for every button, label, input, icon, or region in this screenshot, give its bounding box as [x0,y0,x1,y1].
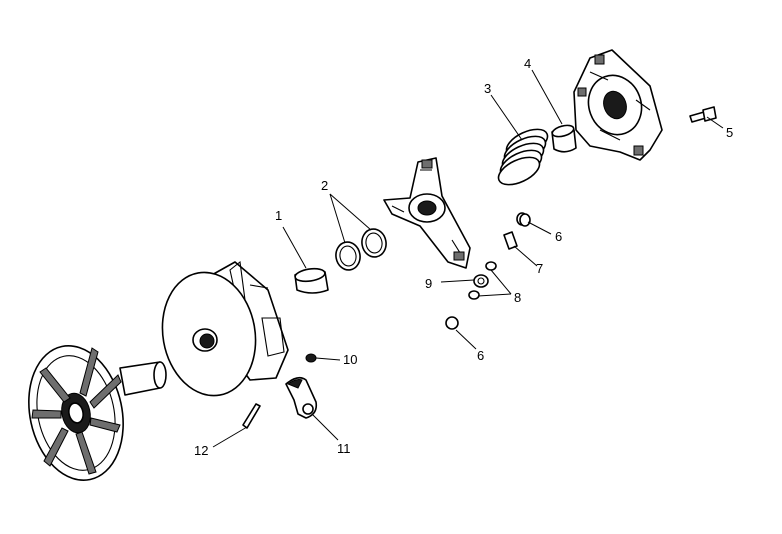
roller-upper [516,212,531,227]
bolt [689,106,717,123]
callout-6-lower: 6 [477,348,484,363]
movable-sheave [161,260,289,397]
callout-2: 2 [321,178,328,193]
callout-6-upper: 6 [555,229,562,244]
callout-12: 12 [194,443,208,458]
callout-3: 3 [484,81,491,96]
fixed-sheave-with-shaft [28,345,167,481]
flyweight [285,376,318,419]
callout-10: 10 [343,352,357,367]
cover [573,49,663,161]
spring [497,128,549,186]
spider [383,157,471,269]
leader-lines [212,69,724,448]
pin [503,231,518,250]
nut [305,353,317,363]
callout-5: 5 [726,125,733,140]
callout-4: 4 [524,56,531,71]
callout-11: 11 [337,441,351,456]
callout-7: 7 [536,261,543,276]
callout-9: 9 [425,276,432,291]
callout-8: 8 [514,290,521,305]
flyweight-pin [242,403,261,429]
cover-bushing [551,124,577,153]
roller [473,274,489,288]
washers [468,261,497,300]
roller-lower [445,316,459,330]
callout-labels: 1 2 3 4 5 6 7 8 9 6 10 11 12 [194,56,733,458]
bushing [294,267,329,294]
shim-washers [335,228,387,271]
callout-1: 1 [275,208,282,223]
